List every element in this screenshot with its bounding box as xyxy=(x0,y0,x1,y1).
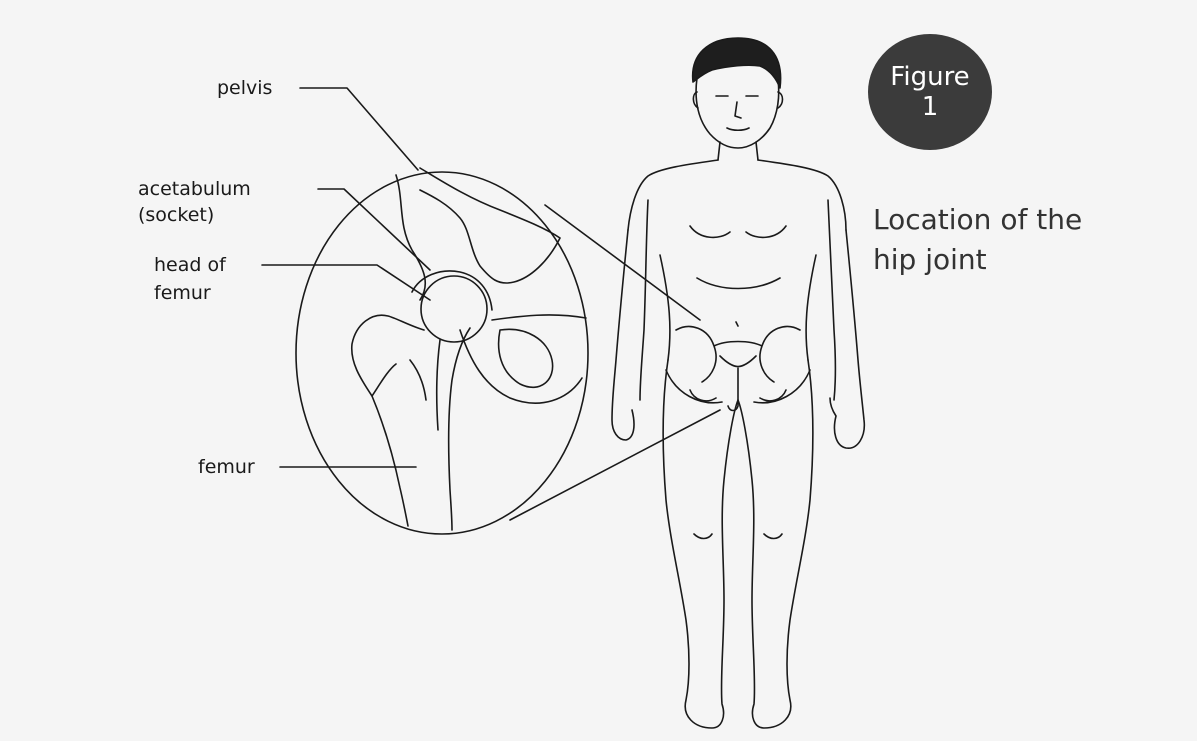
legs xyxy=(663,360,813,728)
left-arm xyxy=(612,200,648,440)
head xyxy=(696,78,779,148)
hip-joint-inset xyxy=(296,168,588,534)
human-body-figure xyxy=(612,38,864,728)
caption-line-1: Location of the xyxy=(873,200,1082,240)
figure-badge: Figure 1 xyxy=(868,34,992,150)
face xyxy=(716,96,758,130)
figure-badge-word: Figure xyxy=(890,62,969,92)
inset-trochanter-detail xyxy=(372,360,426,400)
caption-line-2: hip joint xyxy=(873,240,1082,280)
label-pelvis: pelvis xyxy=(217,75,272,101)
label-leaders xyxy=(262,88,430,467)
ears xyxy=(693,92,782,108)
right-arm xyxy=(828,200,864,448)
inset-femur xyxy=(352,315,470,530)
inset-femoral-head xyxy=(421,276,487,342)
figure-caption: Location of the hip joint xyxy=(873,200,1082,280)
label-femur: femur xyxy=(198,454,255,480)
head-of-femur-leader xyxy=(262,265,430,300)
pelvis-leader xyxy=(300,88,418,170)
inset-circle xyxy=(296,172,588,534)
label-socket: (socket) xyxy=(138,202,214,228)
inset-connector-lower xyxy=(510,410,720,520)
label-acetabulum: acetabulum xyxy=(138,176,251,202)
torso xyxy=(628,160,846,360)
body-pelvis xyxy=(666,327,810,411)
label-femur-head-line2: femur xyxy=(154,280,211,306)
hair xyxy=(693,38,781,88)
label-head-of: head of xyxy=(154,252,226,278)
figure-badge-number: 1 xyxy=(922,92,939,122)
